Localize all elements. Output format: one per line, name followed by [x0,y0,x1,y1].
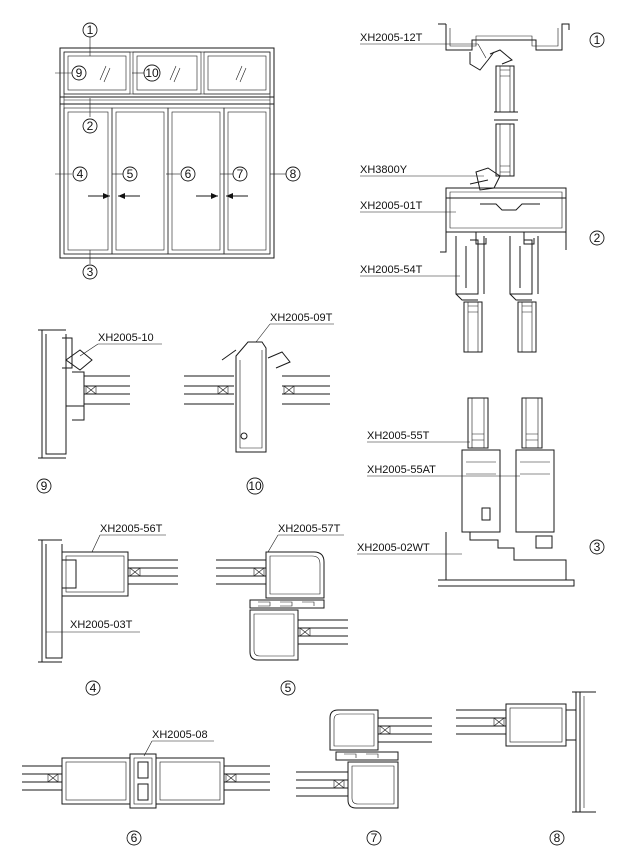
elevation-marker-2: 2 [82,118,98,134]
label-xh2005-01t: XH2005-01T [360,200,456,213]
sliding-direction-arrows [88,193,248,199]
meeting-section-6 [22,753,270,809]
section-number-1: 1 [589,32,605,48]
svg-text:6: 6 [185,167,192,181]
section-number-9: 9 [36,478,52,494]
svg-text:8: 8 [290,167,297,181]
svg-text:XH2005-09T: XH2005-09T [270,312,333,324]
svg-text:4: 4 [90,681,97,695]
elevation-marker-5: 5 [122,166,138,182]
head-section-1 [438,23,570,191]
label-xh2005-54t: XH2005-54T [360,264,460,277]
svg-text:10: 10 [145,66,159,80]
section-number-4: 4 [85,680,101,696]
svg-text:4: 4 [77,167,84,181]
svg-text:XH2005-08: XH2005-08 [152,729,208,741]
mullion-section-10 [184,341,330,453]
svg-text:XH2005-55AT: XH2005-55AT [367,464,436,476]
label-xh2005-09t: XH2005-09T [255,312,334,343]
label-xh2005-10: XH2005-10 [79,332,162,357]
interlock-section-5 [216,551,348,661]
elevation-marker-7: 7 [232,166,248,182]
label-xh2005-57t: XH2005-57T [267,523,344,553]
section-number-6: 6 [126,830,142,846]
transom-section-2 [440,187,567,353]
elevation-marker-9: 9 [71,65,87,81]
section-number-7: 7 [366,830,382,846]
label-xh2005-55at: XH2005-55AT [367,464,520,477]
svg-text:XH2005-56T: XH2005-56T [100,523,163,535]
svg-text:6: 6 [131,831,138,845]
svg-text:XH2005-57T: XH2005-57T [278,523,341,535]
label-xh2005-08: XH2005-08 [143,729,214,757]
label-xh2005-03t: XH2005-03T [46,619,140,633]
svg-text:XH3800Y: XH3800Y [360,164,408,176]
jamb-section-8 [456,691,596,813]
svg-text:3: 3 [87,265,94,279]
section-number-2: 2 [589,230,605,246]
svg-text:XH2005-55T: XH2005-55T [367,430,430,442]
svg-text:2: 2 [87,119,94,133]
jamb-section-9 [38,329,130,459]
svg-text:XH2005-01T: XH2005-01T [360,200,423,212]
svg-text:XH2005-03T: XH2005-03T [70,619,133,631]
svg-text:XH2005-12T: XH2005-12T [360,32,423,44]
svg-text:5: 5 [285,681,292,695]
label-xh2005-55t: XH2005-55T [367,430,470,443]
svg-text:9: 9 [41,479,48,493]
svg-text:9: 9 [76,66,83,80]
svg-text:7: 7 [371,831,378,845]
label-xh2005-02wt: XH2005-02WT [357,542,462,555]
elevation-marker-4: 4 [72,166,88,182]
sill-section-3 [438,397,575,587]
window-elevation: 1 2 3 4 5 6 7 8 [55,22,301,280]
svg-text:XH2005-10: XH2005-10 [98,332,154,344]
svg-text:1: 1 [594,33,601,47]
svg-text:10: 10 [248,479,262,493]
section-number-5: 5 [280,680,296,696]
svg-text:XH2005-54T: XH2005-54T [360,264,423,276]
svg-text:3: 3 [594,540,601,554]
jamb-section-4 [38,539,178,663]
svg-text:7: 7 [237,167,244,181]
elevation-marker-8: 8 [285,166,301,182]
label-xh2005-12t: XH2005-12T [360,32,487,59]
elevation-marker-1: 1 [82,22,98,38]
elevation-marker-6: 6 [180,166,196,182]
svg-text:1: 1 [87,23,94,37]
label-xh3800y: XH3800Y [360,164,484,177]
section-number-3: 3 [589,539,605,555]
svg-text:2: 2 [594,231,601,245]
svg-text:8: 8 [554,831,561,845]
interlock-section-7 [296,709,432,809]
svg-text:XH2005-02WT: XH2005-02WT [357,542,430,554]
elevation-marker-10: 10 [143,64,161,82]
label-xh2005-56t: XH2005-56T [91,523,166,553]
svg-text:5: 5 [127,167,134,181]
section-number-10: 10 [246,477,264,495]
section-number-8: 8 [549,830,565,846]
elevation-marker-3: 3 [82,264,98,280]
